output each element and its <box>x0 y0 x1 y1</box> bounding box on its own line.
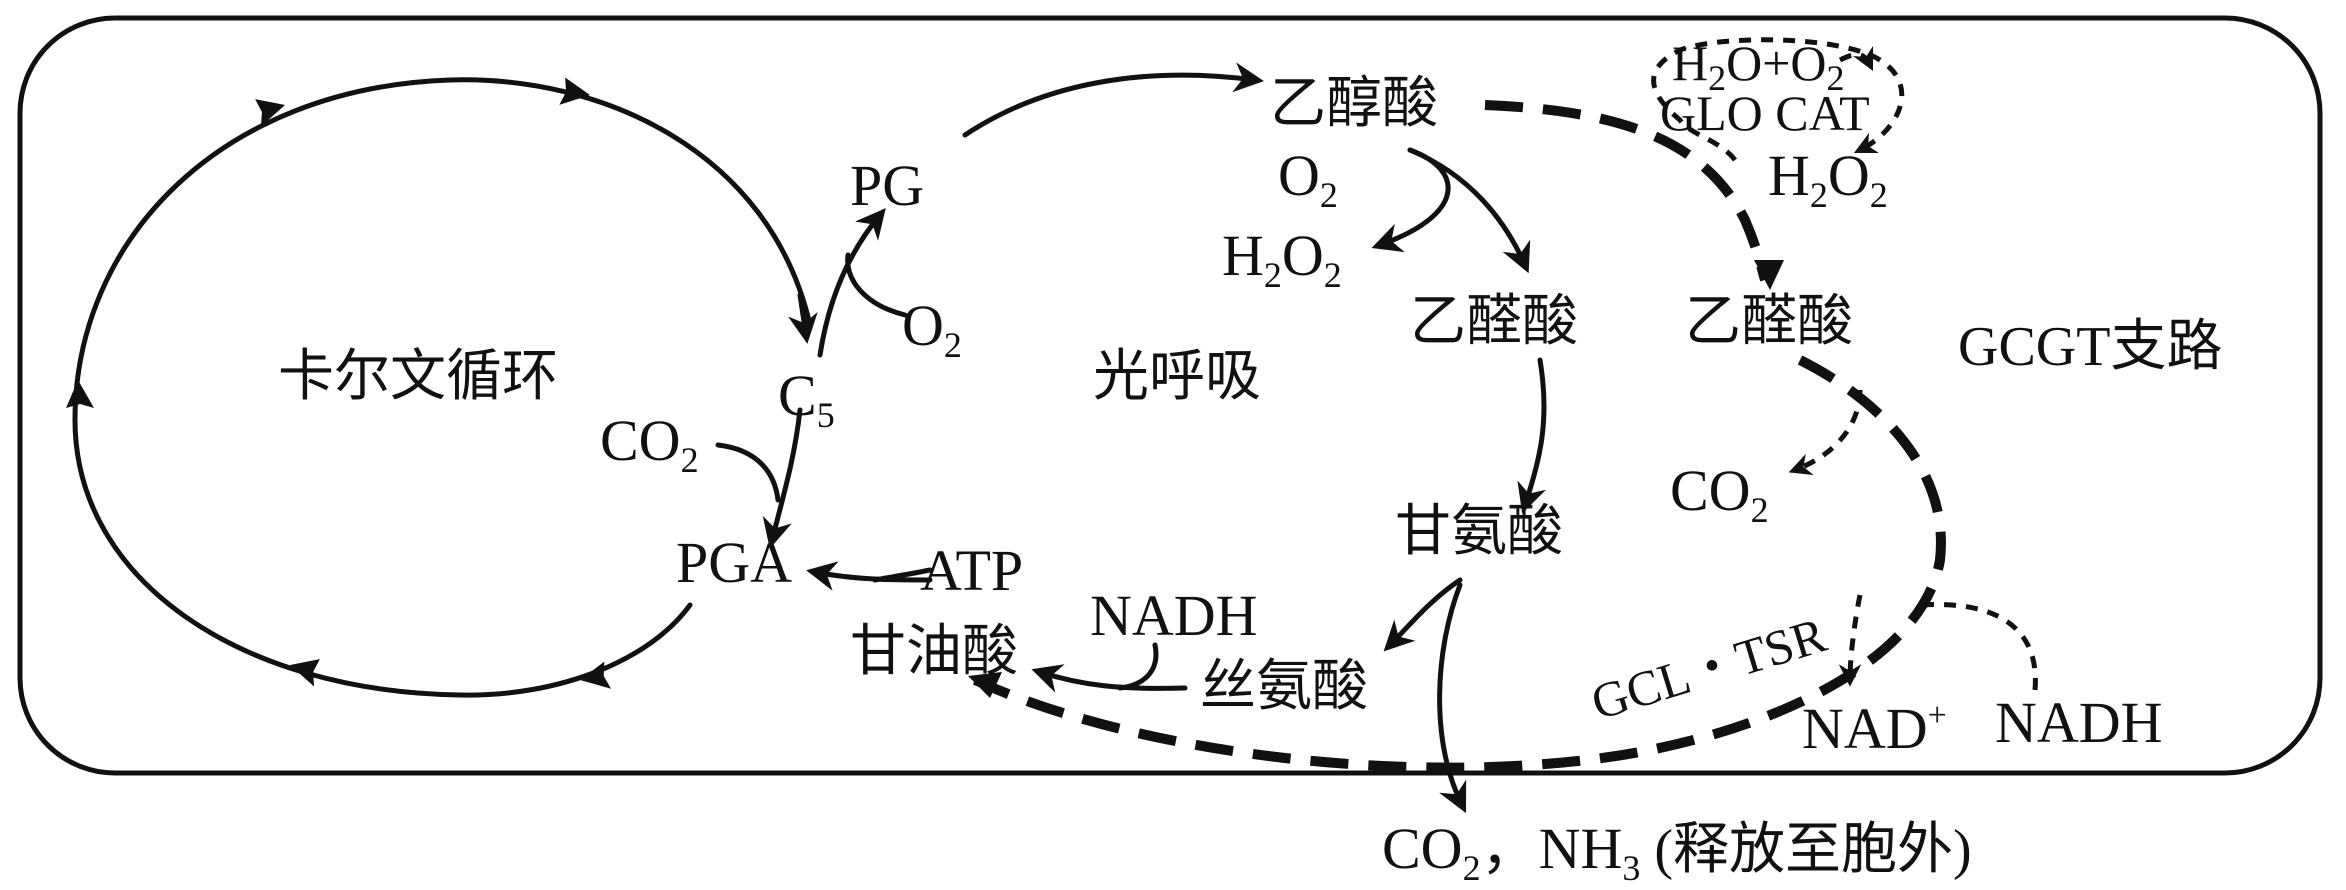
calvin-cycle-loop <box>66 77 818 698</box>
label-glycolate: 乙醇酸 <box>1270 73 1438 135</box>
frame-border <box>17 15 2323 776</box>
arrow-c5-to-pg <box>817 208 886 358</box>
arrow-serine-to-glycerate <box>1031 664 1188 693</box>
label-co2-left: CO2 <box>600 408 699 480</box>
label-gcl-tsr: GCL・TSR <box>1585 606 1833 730</box>
arrow-pg-to-glycolate <box>962 62 1264 138</box>
label-glyoxylate-right: 乙醛酸 <box>1685 291 1853 353</box>
arrow-co2-join <box>715 442 781 503</box>
label-atp: ATP <box>920 538 1023 603</box>
label-glyoxylate-mid: 乙醛酸 <box>1410 291 1578 353</box>
label-glo-cat: GLO CAT <box>1660 85 1870 141</box>
label-co2-right: CO2 <box>1670 458 1769 530</box>
label-c5: C5 <box>778 363 835 435</box>
label-h2o-o2: H2O+O2 <box>1672 35 1845 98</box>
label-gcgt-branch: GCGT支路 <box>1958 316 2222 378</box>
label-o2-mid: O2 <box>1278 143 1338 215</box>
arrow-nadh-join <box>1117 642 1159 691</box>
arrow-glyoxylate-to-glycine <box>1517 357 1547 514</box>
label-serine: 丝氨酸 <box>1200 656 1368 718</box>
label-pg: PG <box>850 153 924 218</box>
arrow-glycine-to-serine <box>1383 577 1463 652</box>
label-o2-left: O2 <box>902 293 962 365</box>
label-nad-plus: NAD+ <box>1802 696 1947 761</box>
label-glycerate: 甘油酸 <box>850 621 1018 683</box>
gcgt-branch <box>968 37 2038 773</box>
arrow-glycine-to-release <box>1437 582 1467 814</box>
arrow-o2-join <box>845 252 908 318</box>
arrow-o2-to-h2o2 <box>1371 147 1451 253</box>
label-photorespiration: 光呼吸 <box>1093 346 1261 408</box>
label-pga: PGA <box>676 530 792 595</box>
label-nadh-mid: NADH <box>1090 583 1258 648</box>
arrow-atp-join <box>872 567 933 583</box>
label-glycine: 甘氨酸 <box>1395 501 1563 563</box>
label-nadh-right: NADH <box>1995 690 2163 755</box>
label-release: CO2，NH3 (释放至胞外) <box>1382 816 1972 888</box>
arrow-c5-to-pga <box>762 407 803 549</box>
label-calvin-cycle: 卡尔文循环 <box>278 346 558 408</box>
label-h2o2-mid: H2O2 <box>1222 223 1342 295</box>
label-h2o2-right: H2O2 <box>1768 143 1888 215</box>
arrow-glycolate-to-glyoxylate <box>1407 147 1531 274</box>
